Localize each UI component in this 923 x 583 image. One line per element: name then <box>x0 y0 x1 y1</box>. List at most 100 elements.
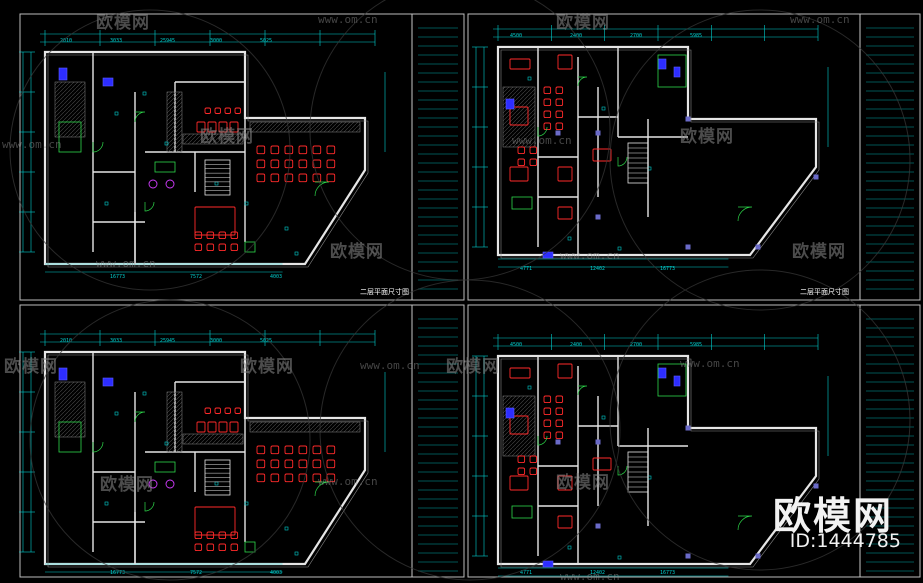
detail <box>657 54 687 88</box>
door-swing <box>577 76 588 87</box>
door-swing <box>737 515 753 531</box>
drawing-caption-top-right: 二层平面尺寸图 <box>800 288 849 296</box>
chair <box>218 231 227 240</box>
drawing-caption-top-left: 二层平面尺寸图 <box>360 288 409 296</box>
dimension-label: 2700 <box>630 33 642 39</box>
door-swing <box>92 141 104 153</box>
annotation-mark <box>617 246 622 251</box>
dimension-label: 5985 <box>690 33 702 39</box>
column-marker <box>813 483 819 489</box>
chair <box>555 431 564 440</box>
watermark-url: www.om.cn <box>360 359 420 372</box>
chair <box>234 407 241 414</box>
hatched-zone <box>182 133 244 145</box>
fixture <box>657 58 667 70</box>
annotation-mark <box>527 76 532 81</box>
watermark-brand: 欧模网 <box>556 473 610 493</box>
fixture <box>102 77 114 87</box>
annotation-mark <box>214 181 219 186</box>
annotation-mark <box>601 106 606 111</box>
fixture <box>673 66 681 78</box>
annotation-mark <box>142 91 147 96</box>
dimension-label: 4003 <box>270 570 282 576</box>
dimension-label: 5025 <box>260 38 272 44</box>
chair <box>529 467 538 476</box>
furniture <box>194 206 236 236</box>
annotation-mark <box>294 251 299 256</box>
chair <box>230 543 239 552</box>
chair <box>284 173 294 183</box>
watermark-url: www.om.cn <box>680 357 740 370</box>
door-swing <box>617 465 628 476</box>
furniture <box>557 166 573 182</box>
hatched-zone <box>249 121 361 133</box>
chair <box>204 407 211 414</box>
chair <box>218 531 227 540</box>
chair <box>256 445 266 455</box>
dimension-label: 4500 <box>510 342 522 348</box>
furniture <box>194 506 236 536</box>
detail <box>58 121 82 153</box>
chair <box>218 243 227 252</box>
furniture <box>509 58 531 70</box>
door-swing <box>577 385 588 396</box>
chair <box>224 407 231 414</box>
chair <box>224 107 231 114</box>
detail <box>244 541 256 553</box>
detail <box>58 421 82 453</box>
chair <box>230 231 239 240</box>
fixture <box>505 407 515 419</box>
chair <box>256 145 266 155</box>
outer-wall-inner <box>47 54 369 268</box>
dimension-label: 16773 <box>110 570 125 576</box>
watermark-brand: 欧模网 <box>100 475 154 495</box>
annotation-mark <box>601 415 606 420</box>
chair <box>256 459 266 469</box>
chair <box>230 243 239 252</box>
fixture <box>542 560 554 568</box>
column-marker <box>595 523 601 529</box>
annotation-mark <box>567 545 572 550</box>
annotation-mark <box>284 526 289 531</box>
furniture <box>557 54 573 70</box>
column-marker <box>813 174 819 180</box>
furniture <box>509 475 529 491</box>
watermark-brand: 欧模网 <box>792 242 846 262</box>
chair <box>194 543 203 552</box>
detail <box>511 196 533 210</box>
watermark-brand: 欧模网 <box>200 127 254 147</box>
annotation-mark <box>104 201 109 206</box>
dimension-label: 2010 <box>60 38 72 44</box>
chair <box>326 459 336 469</box>
chair <box>517 146 526 155</box>
column-marker <box>555 439 561 445</box>
chair <box>312 145 322 155</box>
furniture <box>218 421 228 433</box>
furniture <box>196 121 206 133</box>
column-marker <box>685 425 691 431</box>
watermark-url: www.om.cn <box>560 570 620 583</box>
annotation-mark <box>294 551 299 556</box>
chair <box>298 145 308 155</box>
furniture <box>207 121 217 133</box>
chair <box>194 243 203 252</box>
furniture <box>509 106 529 126</box>
chair <box>234 107 241 114</box>
door-swing <box>144 501 155 512</box>
dimension-label: 2700 <box>630 342 642 348</box>
chair <box>206 543 215 552</box>
furniture <box>557 475 573 491</box>
annotation-mark <box>527 385 532 390</box>
chair <box>543 122 552 131</box>
chair <box>543 395 552 404</box>
fixture <box>58 367 68 381</box>
dimension-label: 2010 <box>60 338 72 344</box>
chair <box>270 159 280 169</box>
chair <box>312 445 322 455</box>
dimension-label: 4003 <box>270 274 282 280</box>
